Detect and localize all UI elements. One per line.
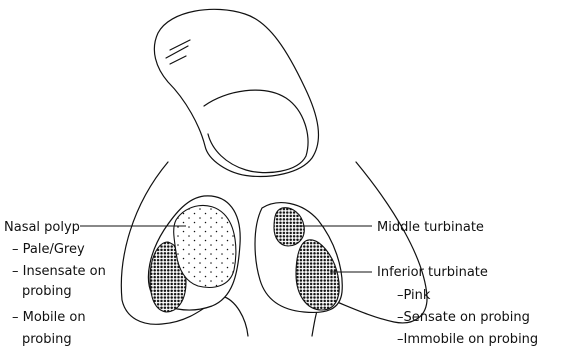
inferior-turbinate-label: Inferior turbinate –Pink –Sensate on pro… xyxy=(377,265,538,347)
finger xyxy=(154,9,318,176)
nasal-polyp-note-2: – Insensate on xyxy=(12,264,106,279)
nasal-polyp-title: Nasal polyp xyxy=(4,220,80,235)
nasal-polyp xyxy=(174,205,236,287)
nasal-polyp-note-5: probing xyxy=(22,332,72,347)
nasal-polyp-note-4: – Mobile on xyxy=(12,310,86,325)
inferior-turbinate-note-1: –Pink xyxy=(397,288,431,303)
nasal-polyp-note-3: probing xyxy=(22,284,72,299)
left-nostril xyxy=(148,196,240,312)
inferior-turbinate-title: Inferior turbinate xyxy=(377,265,488,280)
nasal-polyp-label: Nasal polyp – Pale/Grey – Insensate on p… xyxy=(4,220,106,347)
inferior-turbinate-note-2: –Sensate on probing xyxy=(397,310,530,325)
middle-turbinate-label: Middle turbinate xyxy=(377,220,484,235)
inferior-turbinate-note-3: –Immobile on probing xyxy=(397,332,538,347)
right-nostril xyxy=(255,203,342,313)
nasal-polyp-note-1: – Pale/Grey xyxy=(12,242,85,257)
